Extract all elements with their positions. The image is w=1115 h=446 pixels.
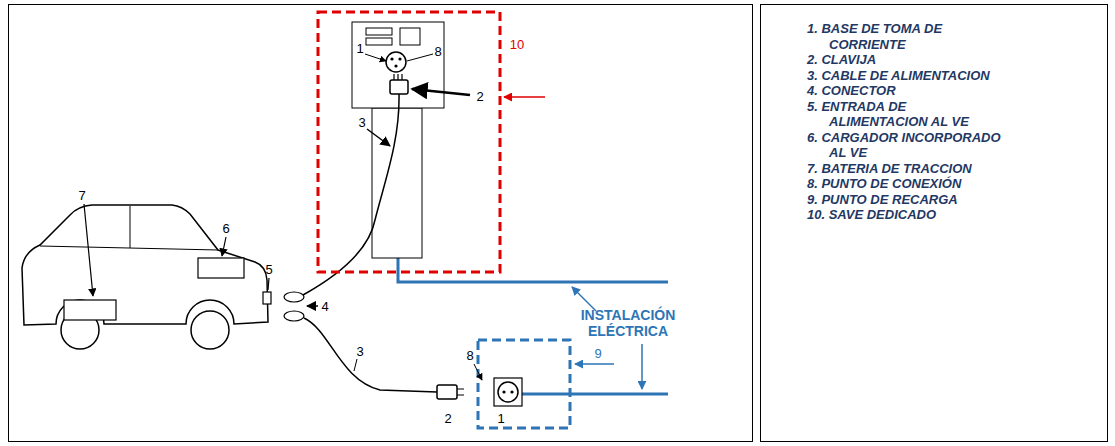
plug-pins xyxy=(457,389,464,395)
connector xyxy=(284,311,304,321)
traction-battery xyxy=(64,300,116,320)
supply-wire xyxy=(398,200,668,282)
leader-arrow xyxy=(575,363,614,365)
station-display xyxy=(366,38,392,45)
socket-outlet xyxy=(498,382,518,402)
leader-line xyxy=(365,54,386,61)
station-display xyxy=(400,28,420,45)
callout-number: 7 xyxy=(78,188,85,203)
callout-number: 10 xyxy=(510,37,524,52)
callout-number: 1 xyxy=(497,411,504,426)
socket-pin xyxy=(510,390,513,393)
installation-label: INSTALACIÓN ELÉCTRICA xyxy=(580,307,676,339)
callout-number: 9 xyxy=(594,346,601,361)
leader-line xyxy=(407,54,433,61)
callout-number: 6 xyxy=(222,221,229,236)
leader-arrow xyxy=(412,89,470,95)
callout-number: 2 xyxy=(476,89,483,104)
charging-point-outline xyxy=(478,340,570,428)
leader-arrow xyxy=(307,305,318,307)
callout-number: 8 xyxy=(466,348,473,363)
key-item: 7. BATERIA DE TRACCION xyxy=(807,161,1004,177)
socket-pin xyxy=(502,390,505,393)
leader-arrow xyxy=(641,344,643,389)
key-item: 2. CLAVIJA xyxy=(807,52,1004,68)
leader-arrow xyxy=(504,96,545,98)
socket-outlet xyxy=(386,52,406,72)
key-panel: 1. BASE DE TOMA DE CORRIENTE2. CLAVIJA3.… xyxy=(760,4,1108,442)
key-item: 8. PUNTO DE CONEXIÓN xyxy=(807,176,1004,192)
callout-number: 5 xyxy=(265,262,272,277)
supply-cable xyxy=(304,318,437,392)
socket-pin xyxy=(390,57,393,60)
key-item: 5. ENTRADA DE ALIMENTACION AL VE xyxy=(807,99,1004,130)
callout-number: 3 xyxy=(358,115,365,130)
dedicated-station-outline xyxy=(318,12,500,272)
station-housing xyxy=(352,22,444,108)
key-item: 3. CABLE DE ALIMENTACION xyxy=(807,68,1004,84)
key-item: 10. SAVE DEDICADO xyxy=(807,207,1004,223)
leader-arrow xyxy=(84,204,93,296)
vehicle-inlet xyxy=(263,292,271,304)
supply-wire xyxy=(520,393,668,396)
leader-arrow xyxy=(222,237,226,256)
leader-arrow xyxy=(367,129,390,146)
leader-line xyxy=(354,359,357,371)
callout-number: 3 xyxy=(356,344,363,359)
callout-number: 4 xyxy=(321,299,328,314)
key-item: 6. CARGADOR INCORPORADO AL VE xyxy=(807,130,1004,161)
socket-pin xyxy=(398,57,401,60)
plug-pins xyxy=(394,74,402,80)
plug xyxy=(437,385,457,399)
car-body xyxy=(22,205,268,325)
leader-line xyxy=(268,278,269,290)
key-item: 4. CONECTOR xyxy=(807,83,1004,99)
station-display xyxy=(366,28,392,35)
wheel xyxy=(191,311,229,349)
figure-frame xyxy=(9,5,753,442)
socket-plate xyxy=(494,378,522,406)
plug xyxy=(390,80,408,94)
car-window-line xyxy=(40,206,218,250)
connector xyxy=(284,292,304,302)
onboard-charger xyxy=(198,258,244,278)
key-item: 1. BASE DE TOMA DE CORRIENTE xyxy=(807,21,1004,52)
callout-number: 1 xyxy=(356,41,363,56)
callout-number: 2 xyxy=(444,411,451,426)
key-item: 9. PUNTO DE RECARGA xyxy=(807,192,1004,208)
leader-arrow xyxy=(474,364,482,380)
callout-number: 8 xyxy=(434,44,441,59)
socket-pin xyxy=(394,64,397,67)
